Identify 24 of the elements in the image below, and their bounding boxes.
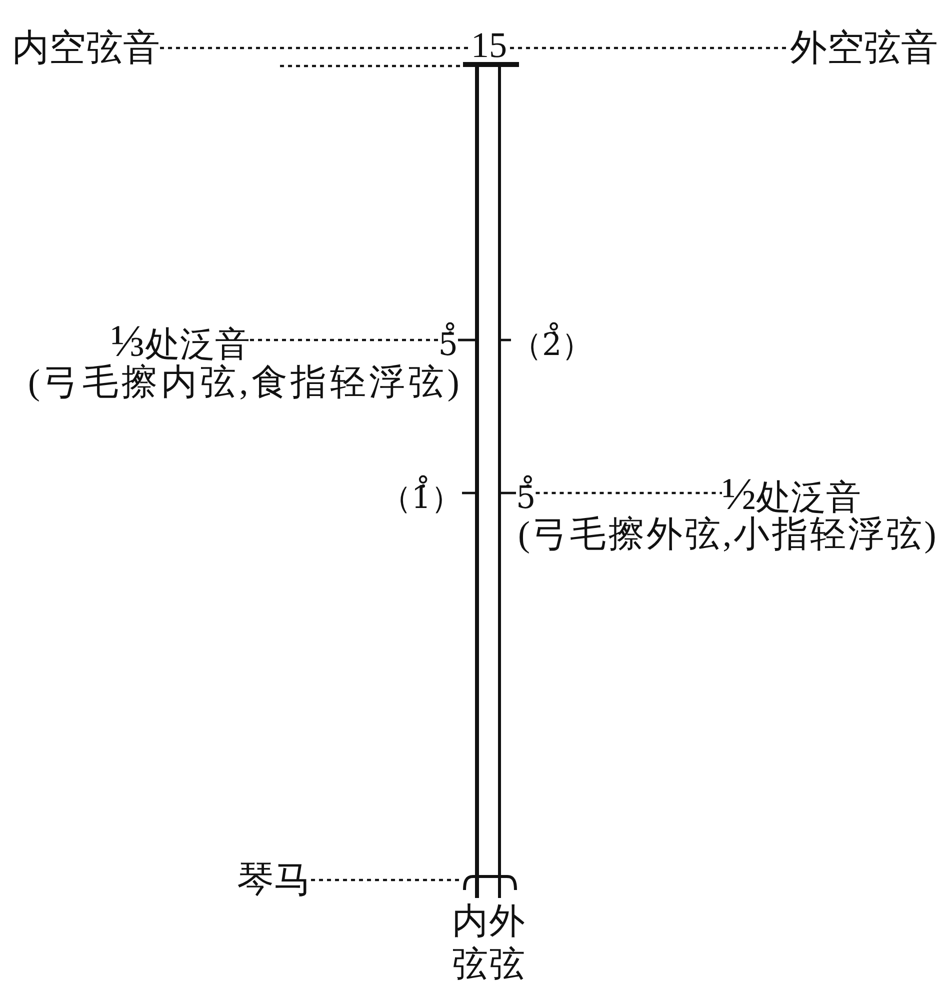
bridge-label: 琴马 bbox=[237, 862, 311, 899]
note-label: （2̇̊） bbox=[511, 316, 593, 361]
tick-mark bbox=[501, 338, 511, 342]
nut-bar bbox=[463, 62, 519, 67]
technique-note: (弓毛擦外弦,小指轻浮弦) bbox=[518, 516, 938, 552]
string-label: 外弦 bbox=[489, 900, 525, 986]
leader-line bbox=[280, 64, 463, 68]
open-string-label: 内空弦音 bbox=[12, 30, 160, 67]
note-label: 5̇̊ bbox=[438, 316, 458, 361]
note-label: （1̇̊） bbox=[380, 469, 462, 514]
leader-line bbox=[160, 46, 468, 50]
string-label: 内弦 bbox=[452, 900, 488, 986]
bridge-bar bbox=[463, 875, 517, 890]
harmonic-label: ½处泛音 bbox=[722, 471, 862, 516]
note-label: 15 bbox=[468, 27, 510, 63]
open-string-label: 外空弦音 bbox=[790, 30, 938, 67]
tick-mark bbox=[458, 338, 475, 342]
technique-note: (弓毛擦内弦,食指轻浮弦) bbox=[28, 364, 463, 400]
leader-line bbox=[250, 338, 438, 342]
tick-mark bbox=[501, 492, 516, 494]
note-label: 5̇̊ bbox=[516, 469, 536, 514]
tick-mark bbox=[462, 492, 475, 494]
harmonic-label: ⅓处泛音 bbox=[110, 318, 250, 364]
leader-line bbox=[536, 492, 722, 494]
